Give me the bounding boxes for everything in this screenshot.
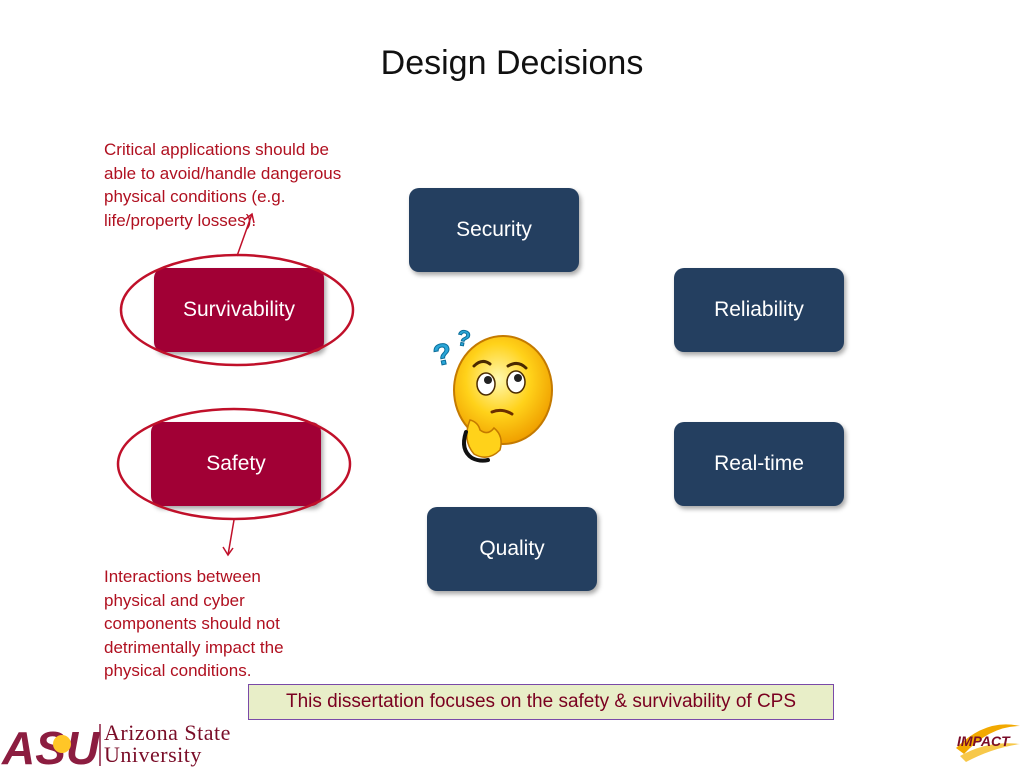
survivability-note: Critical applications should be able to … — [104, 138, 341, 232]
survivability-note-line-2: able to avoid/handle dangerous — [104, 163, 342, 183]
asu-wordmark: Arizona State University — [104, 722, 231, 766]
safety-note-line-2: physical and cyber — [104, 590, 245, 610]
impact-logo — [956, 724, 1020, 762]
reliability-box: Reliability — [674, 268, 844, 352]
safety-note: Interactions between physical and cyber … — [104, 565, 284, 683]
survivability-note-line-4: life/property losses). — [104, 210, 257, 230]
survivability-highlight-ellipse — [119, 253, 355, 367]
quality-box: Quality — [427, 507, 597, 591]
asu-mark: ASU — [1, 722, 101, 768]
asu-wordmark-line-2: University — [104, 742, 202, 767]
svg-text:?: ? — [455, 325, 473, 352]
safety-note-line-5: physical conditions. — [104, 661, 252, 680]
safety-note-line-3: components should not — [104, 614, 280, 633]
survivability-arrow — [236, 212, 255, 257]
asu-logo: ASU — [1, 722, 101, 768]
survivability-note-line-1: Critical applications should be — [104, 140, 329, 159]
slide-title: Design Decisions — [380, 44, 644, 82]
asu-wordmark-line-1: Arizona State — [104, 720, 231, 745]
svg-text:?: ? — [430, 337, 455, 373]
safety-arrow — [222, 519, 235, 557]
security-box: Security — [409, 188, 579, 272]
focus-banner: This dissertation focuses on the safety … — [248, 684, 834, 720]
safety-note-line-1: Interactions between — [104, 567, 261, 586]
real-time-box: Real-time — [674, 422, 844, 506]
safety-note-line-4: detrimentally impact the — [104, 637, 284, 657]
safety-highlight-ellipse — [116, 407, 352, 521]
thinking-smiley-icon: ? ? — [430, 324, 553, 463]
survivability-box: Survivability — [154, 268, 324, 352]
impact-wordmark: IMPACT — [957, 733, 1010, 749]
safety-box: Safety — [151, 422, 321, 506]
survivability-note-line-3: physical conditions (e.g. — [104, 187, 286, 206]
